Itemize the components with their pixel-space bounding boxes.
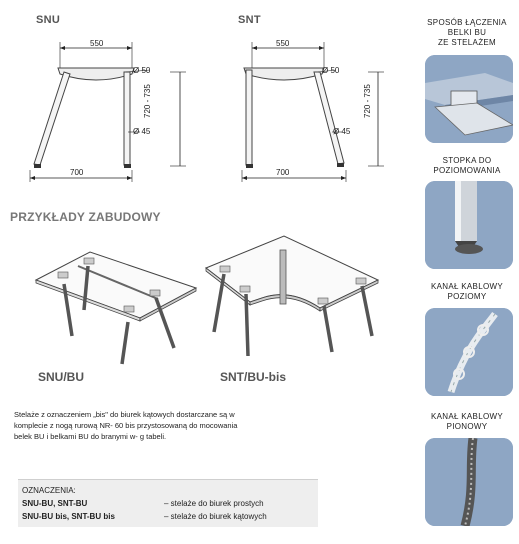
snu-frame-drawing (29, 42, 186, 182)
legend-code: SNU-BU bis, SNT-BU bis (22, 512, 115, 521)
leveling-foot-photo (425, 181, 513, 269)
panel-caption-horizontal-cable-channel: KANAŁ KABLOWY POZIOMY (431, 282, 503, 301)
snt-frame-drawing (241, 42, 384, 182)
vertical-cable-channel-photo (425, 438, 513, 526)
snt-bu-bis-name: SNT/BU-bis (220, 370, 286, 384)
snt-height-dim: 720 - 735 (363, 84, 372, 118)
snu-diam-bottom: Ø 45 (133, 127, 151, 136)
snt-bu-bis-desk-drawing (205, 235, 380, 357)
legend-title: OZNACZENIA: (22, 486, 76, 495)
description-line: komplecie z nogą rurową NR- 60 bis przys… (14, 421, 238, 430)
description-line: belek BU i belkami BU do branymi w- g ta… (14, 432, 167, 441)
legend-code: SNU-BU, SNT-BU (22, 499, 88, 508)
snu-bu-desk-drawing (34, 251, 198, 365)
panel-caption-beam-connection: SPOSÓB ŁĄCZENIA BELKI BU ZE STELAŻEM (427, 18, 507, 47)
snu-width-dim: 550 (90, 39, 104, 48)
description: Stelaże z oznaczeniem „bis" do biurek ką… (14, 409, 394, 442)
beam-connection-photo (425, 55, 513, 143)
snt-bottom-dim: 700 (276, 168, 290, 177)
legend-desc: – stelaże do biurek kątowych (164, 512, 267, 521)
snt-label: SNT (238, 14, 261, 26)
snu-bu-name: SNU/BU (38, 370, 85, 384)
examples-heading: PRZYKŁADY ZABUDOWY (10, 210, 161, 224)
description-line: Stelaże z oznaczeniem „bis" do biurek ką… (14, 410, 235, 419)
panel-caption-vertical-cable-channel: KANAŁ KABLOWY PIONOWY (431, 412, 503, 431)
snt-width-dim: 550 (276, 39, 290, 48)
snu-label: SNU (36, 14, 61, 26)
panel-caption-leveling-foot: STOPKA DO POZIOMOWANIA (433, 156, 501, 175)
horizontal-cable-channel-photo (425, 308, 513, 396)
legend-box: OZNACZENIA: SNU-BU, SNT-BU – stelaże do … (18, 479, 318, 527)
snu-height-dim: 720 - 735 (143, 84, 152, 118)
snu-bottom-dim: 700 (70, 168, 84, 177)
snt-diam-top: Ø 50 (322, 66, 340, 75)
snt-diam-bottom: Ø 45 (333, 127, 351, 136)
legend-desc: – stelaże do biurek prostych (164, 499, 264, 508)
snu-diam-top: Ø 50 (133, 66, 151, 75)
